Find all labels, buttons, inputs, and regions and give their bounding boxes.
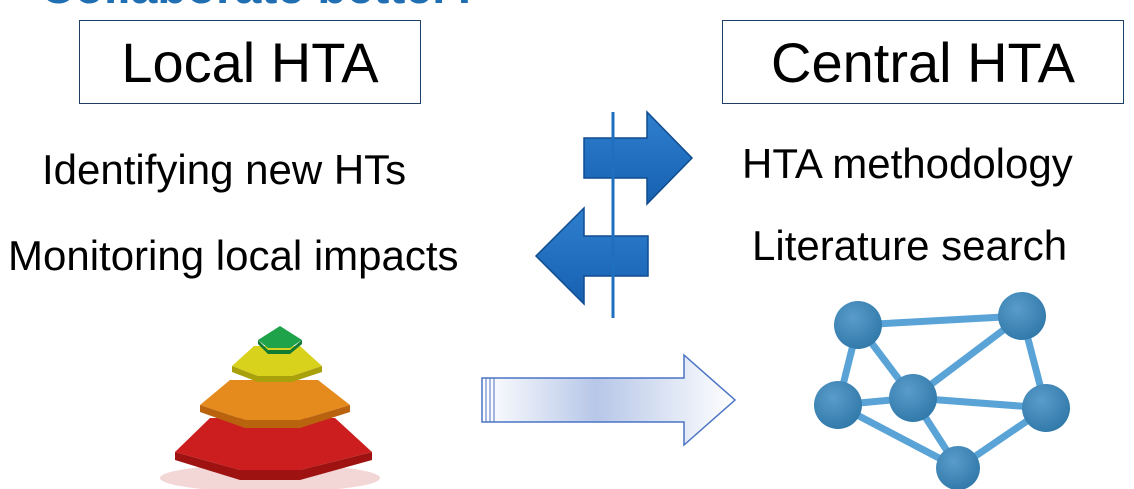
central-hta-box: Central HTA <box>722 20 1124 104</box>
local-hta-box: Local HTA <box>79 20 421 104</box>
local-item-identifying: Identifying new HTs <box>42 146 407 193</box>
central-item-methodology: HTA methodology <box>742 140 1073 187</box>
central-hta-title: Central HTA <box>771 30 1075 94</box>
central-item-literature: Literature search <box>752 222 1068 269</box>
pyramid-icon <box>160 326 380 489</box>
arrow-right-icon <box>583 110 694 206</box>
arrow-left-icon <box>534 206 649 306</box>
slide-title: Collaborate better? <box>40 0 480 15</box>
gradient-arrow-right-icon <box>481 353 737 447</box>
network-nodes <box>814 292 1070 489</box>
local-hta-title: Local HTA <box>121 30 379 94</box>
local-item-monitoring: Monitoring local impacts <box>8 232 459 279</box>
